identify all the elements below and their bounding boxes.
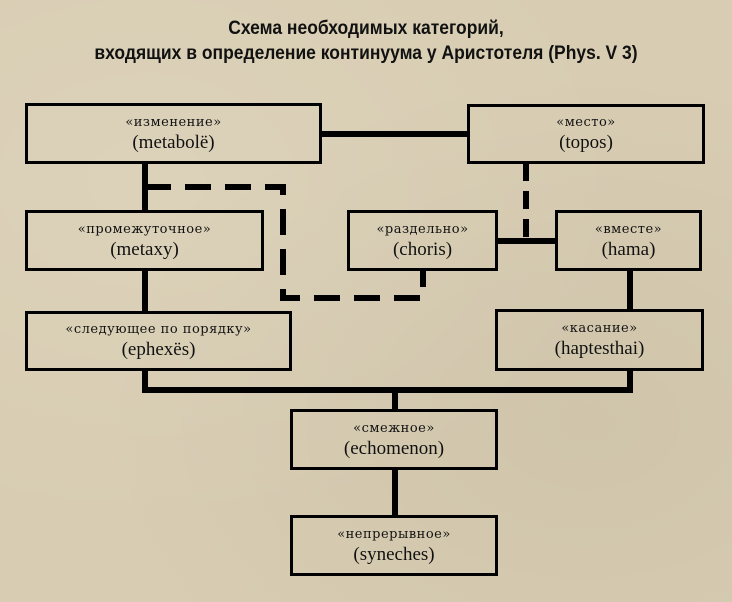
node-label-ru: «касание» [561,321,638,336]
node-label-gr: (hama) [601,238,656,260]
node-label-ru: «изменение» [125,114,222,130]
node-ephexes[interactable]: «следующее по порядку» (ephexës) [25,311,292,371]
node-choris[interactable]: «раздельно» (choris) [347,210,498,271]
node-label-ru: «раздельно» [376,221,469,237]
node-label-ru: «место» [556,115,616,130]
node-metaxy[interactable]: «промежуточное» (metaxy) [25,210,264,271]
title-line-2: входящих в определение континуума у Арис… [94,43,638,64]
node-label-ru: «следующее по порядку» [65,322,252,337]
node-label-gr: (haptesthai) [554,338,645,359]
node-label-gr: (choris) [392,238,453,260]
edge-ephexes-haptesthai-bus [142,370,633,393]
node-topos[interactable]: «место» (topos) [467,104,705,164]
title-line-1: Схема необходимых категорий, [228,18,504,39]
node-echomenon[interactable]: «смежное» (echomenon) [290,409,498,470]
node-label-gr: (echomenon) [343,437,445,459]
node-label-gr: (metaxy) [110,238,179,260]
node-label-gr: (metabolë) [132,131,215,153]
node-metabole[interactable]: «изменение» (metabolë) [25,103,322,164]
node-label-ru: «непрерывное» [337,526,451,542]
node-label-ru: «промежуточное» [77,221,212,237]
node-label-ru: «вместе» [594,221,663,237]
edge-metabole-choris-dashed [145,184,426,301]
diagram-title: Схема необходимых категорий, входящих в … [29,16,702,66]
node-syneches[interactable]: «непрерывное» (syneches) [290,515,498,576]
node-haptesthai[interactable]: «касание» (haptesthai) [495,309,704,371]
node-label-ru: «смежное» [353,420,435,436]
node-label-gr: (topos) [559,132,613,153]
node-label-gr: (syneches) [353,543,435,565]
node-hama[interactable]: «вместе» (hama) [555,210,702,271]
node-label-gr: (ephexës) [121,339,196,360]
